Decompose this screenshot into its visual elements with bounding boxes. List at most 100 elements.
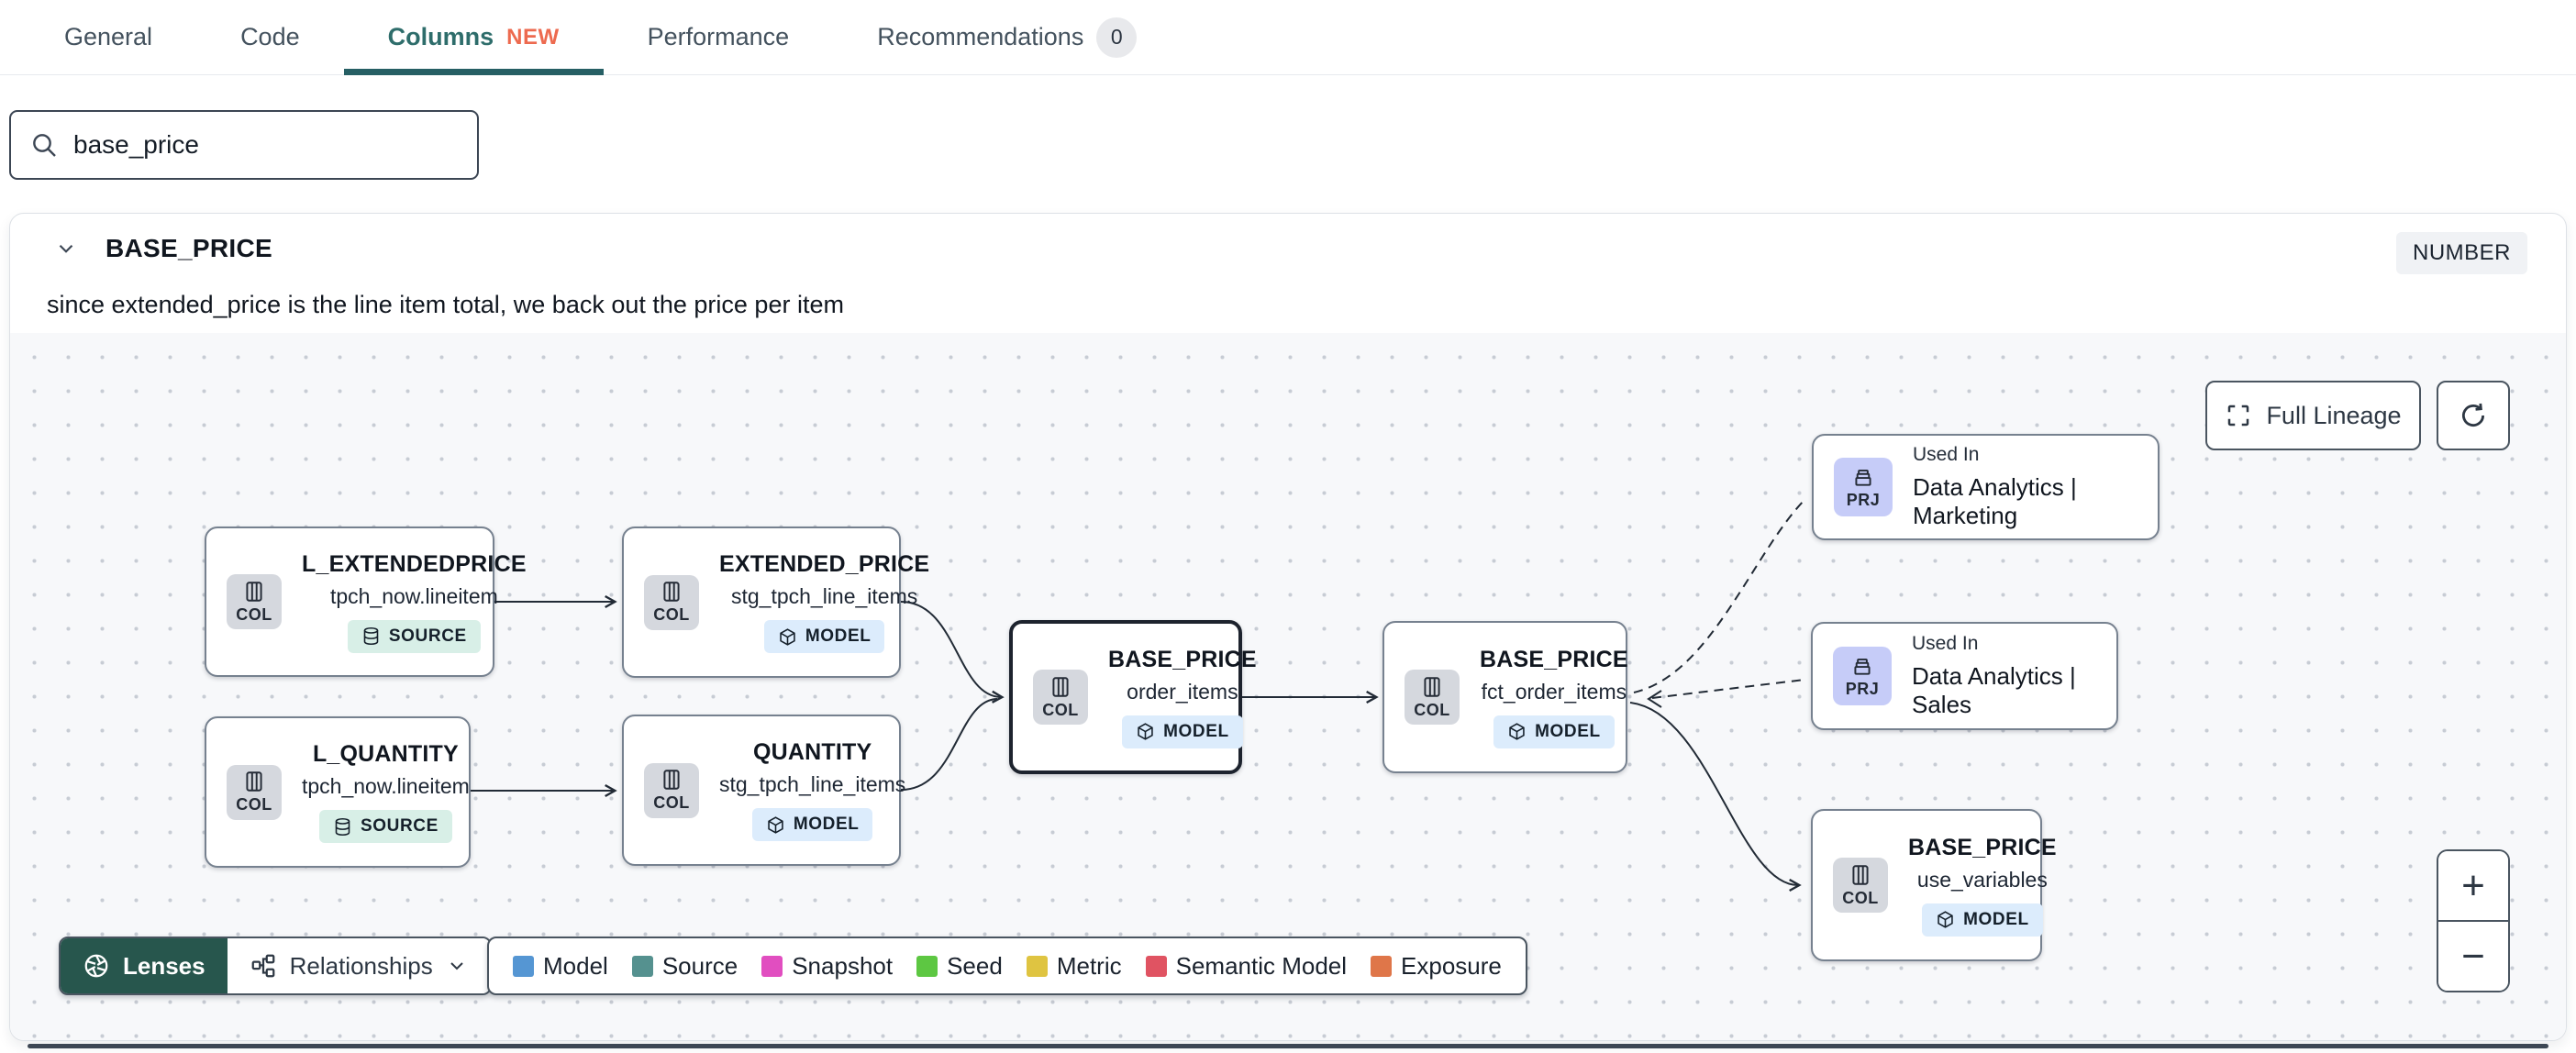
node-base-price-order-items[interactable]: COL BASE_PRICE order_items MODEL <box>1009 620 1257 774</box>
lineage-edges <box>471 497 1807 892</box>
tab-recommendations[interactable]: Recommendations 0 <box>833 0 1181 74</box>
node-l-quantity[interactable]: COL L_QUANTITY tpch_now.lineitem SOURCE <box>205 716 471 868</box>
relationships-icon <box>251 954 274 978</box>
legend-swatch <box>631 955 653 977</box>
resource-badge-source: SOURCE <box>318 810 452 843</box>
node-title: EXTENDED_PRICE <box>719 551 930 577</box>
chevron-down-icon[interactable] <box>54 237 78 260</box>
legend-swatch <box>1145 955 1167 977</box>
node-subtitle: fct_order_items <box>1481 679 1627 704</box>
tab-code[interactable]: Code <box>196 0 344 74</box>
node-l-extendedprice[interactable]: COL L_EXTENDEDPRICE tpch_now.lineitem SO… <box>205 526 527 677</box>
project-name: Data Analytics | Sales <box>1912 662 2076 718</box>
resource-legend: Model Source Snapshot Seed Metric <box>487 937 1527 995</box>
zoom-in-button[interactable]: + <box>2438 851 2508 922</box>
column-type-badge: NUMBER <box>2395 232 2527 274</box>
column-row: BASE_PRICE <box>54 234 272 263</box>
legend-swatch <box>1371 955 1393 977</box>
tab-general[interactable]: General <box>20 0 196 74</box>
project-icon <box>1854 658 1871 675</box>
refresh-icon <box>2462 403 2485 427</box>
database-icon <box>335 817 350 836</box>
tab-columns[interactable]: Columns NEW <box>343 0 604 75</box>
tab-label: General <box>64 23 153 50</box>
legend-swatch <box>1026 955 1048 977</box>
columns-icon <box>1424 676 1440 697</box>
project-name: Data Analytics | Marketing <box>1913 473 2077 529</box>
node-title: BASE_PRICE <box>1480 646 1628 672</box>
zoom-controls: + − <box>2437 849 2510 992</box>
node-subtitle: stg_tpch_line_items <box>719 772 906 796</box>
node-subtitle: order_items <box>1127 679 1238 704</box>
node-title: L_QUANTITY <box>312 741 459 767</box>
cube-icon <box>768 815 783 834</box>
cube-icon <box>1138 723 1153 740</box>
resource-badge-source: SOURCE <box>347 619 481 653</box>
column-name: BASE_PRICE <box>105 234 272 262</box>
relationships-dropdown[interactable]: Relationships <box>227 938 490 993</box>
legend-item-exposure: Exposure <box>1371 952 1502 981</box>
columns-icon <box>663 770 680 790</box>
columns-icon <box>1052 676 1069 697</box>
used-in-label: Used In <box>1913 444 1980 465</box>
node-title: QUANTITY <box>752 739 872 765</box>
expand-icon <box>2228 405 2249 427</box>
project-kind-badge: PRJ <box>1833 647 1892 705</box>
lineage-canvas[interactable]: COL L_EXTENDEDPRICE tpch_now.lineitem SO… <box>10 333 2566 1040</box>
bottom-divider <box>28 1044 2548 1048</box>
search-box <box>9 110 479 180</box>
recommendations-count-badge: 0 <box>1096 17 1138 58</box>
search-icon <box>29 130 59 160</box>
lenses-toolbar: Lenses Relationships <box>59 937 492 995</box>
legend-item-semantic-model: Semantic Model <box>1145 952 1347 981</box>
column-kind-badge: COL <box>644 574 699 630</box>
tab-performance[interactable]: Performance <box>604 0 834 74</box>
tab-label: Performance <box>647 23 790 50</box>
search-row <box>9 110 479 180</box>
legend-item-seed: Seed <box>916 952 1003 981</box>
legend-item-metric: Metric <box>1026 952 1122 981</box>
search-input[interactable] <box>73 130 459 160</box>
node-subtitle: use_variables <box>1916 867 2048 892</box>
new-badge: NEW <box>506 24 560 50</box>
node-title: L_EXTENDEDPRICE <box>302 550 527 577</box>
node-quantity[interactable]: COL QUANTITY stg_tpch_line_items MODEL <box>622 715 905 866</box>
columns-icon <box>246 581 262 602</box>
node-title: BASE_PRICE <box>1108 646 1257 672</box>
node-used-in-marketing[interactable]: PRJ Used In Data Analytics | Marketing <box>1812 434 2160 540</box>
resource-badge-model: MODEL <box>763 620 885 653</box>
cube-icon <box>780 627 795 646</box>
project-icon <box>1855 469 1871 486</box>
legend-item-model: Model <box>513 952 608 981</box>
column-kind-badge: COL <box>644 762 699 818</box>
project-kind-badge: PRJ <box>1834 458 1893 516</box>
used-in-label: Used In <box>1912 633 1979 654</box>
legend-swatch <box>513 955 534 977</box>
node-title: BASE_PRICE <box>1908 834 2057 860</box>
full-lineage-button[interactable]: Full Lineage <box>2205 381 2421 450</box>
chevron-down-icon <box>450 962 463 970</box>
zoom-out-button[interactable]: − <box>2438 922 2508 991</box>
node-subtitle: tpch_now.lineitem <box>302 774 470 798</box>
column-kind-badge: COL <box>227 764 282 820</box>
resource-badge-model: MODEL <box>1493 715 1615 748</box>
cube-icon <box>1938 911 1953 928</box>
node-base-price-use-variables[interactable]: COL BASE_PRICE use_variables MODEL <box>1811 809 2057 961</box>
legend-swatch <box>916 955 938 977</box>
refresh-button[interactable] <box>2437 381 2510 450</box>
resource-badge-model: MODEL <box>1122 715 1243 748</box>
tab-bar: General Code Columns NEW Performance Rec… <box>0 0 2576 75</box>
legend-item-source: Source <box>631 952 738 981</box>
node-base-price-fct-order-items[interactable]: COL BASE_PRICE fct_order_items MODEL <box>1382 621 1628 773</box>
legend-item-snapshot: Snapshot <box>761 952 893 981</box>
tab-label: Recommendations <box>877 23 1084 50</box>
node-extended-price[interactable]: COL EXTENDED_PRICE stg_tpch_line_items M… <box>622 526 929 678</box>
column-kind-badge: COL <box>1405 670 1460 725</box>
column-kind-badge: COL <box>1033 670 1088 725</box>
columns-icon <box>1852 864 1869 885</box>
node-subtitle: stg_tpch_line_items <box>730 584 918 608</box>
columns-icon <box>663 582 680 602</box>
lenses-button[interactable]: Lenses <box>61 938 228 993</box>
node-used-in-sales[interactable]: PRJ Used In Data Analytics | Sales <box>1811 622 2118 730</box>
